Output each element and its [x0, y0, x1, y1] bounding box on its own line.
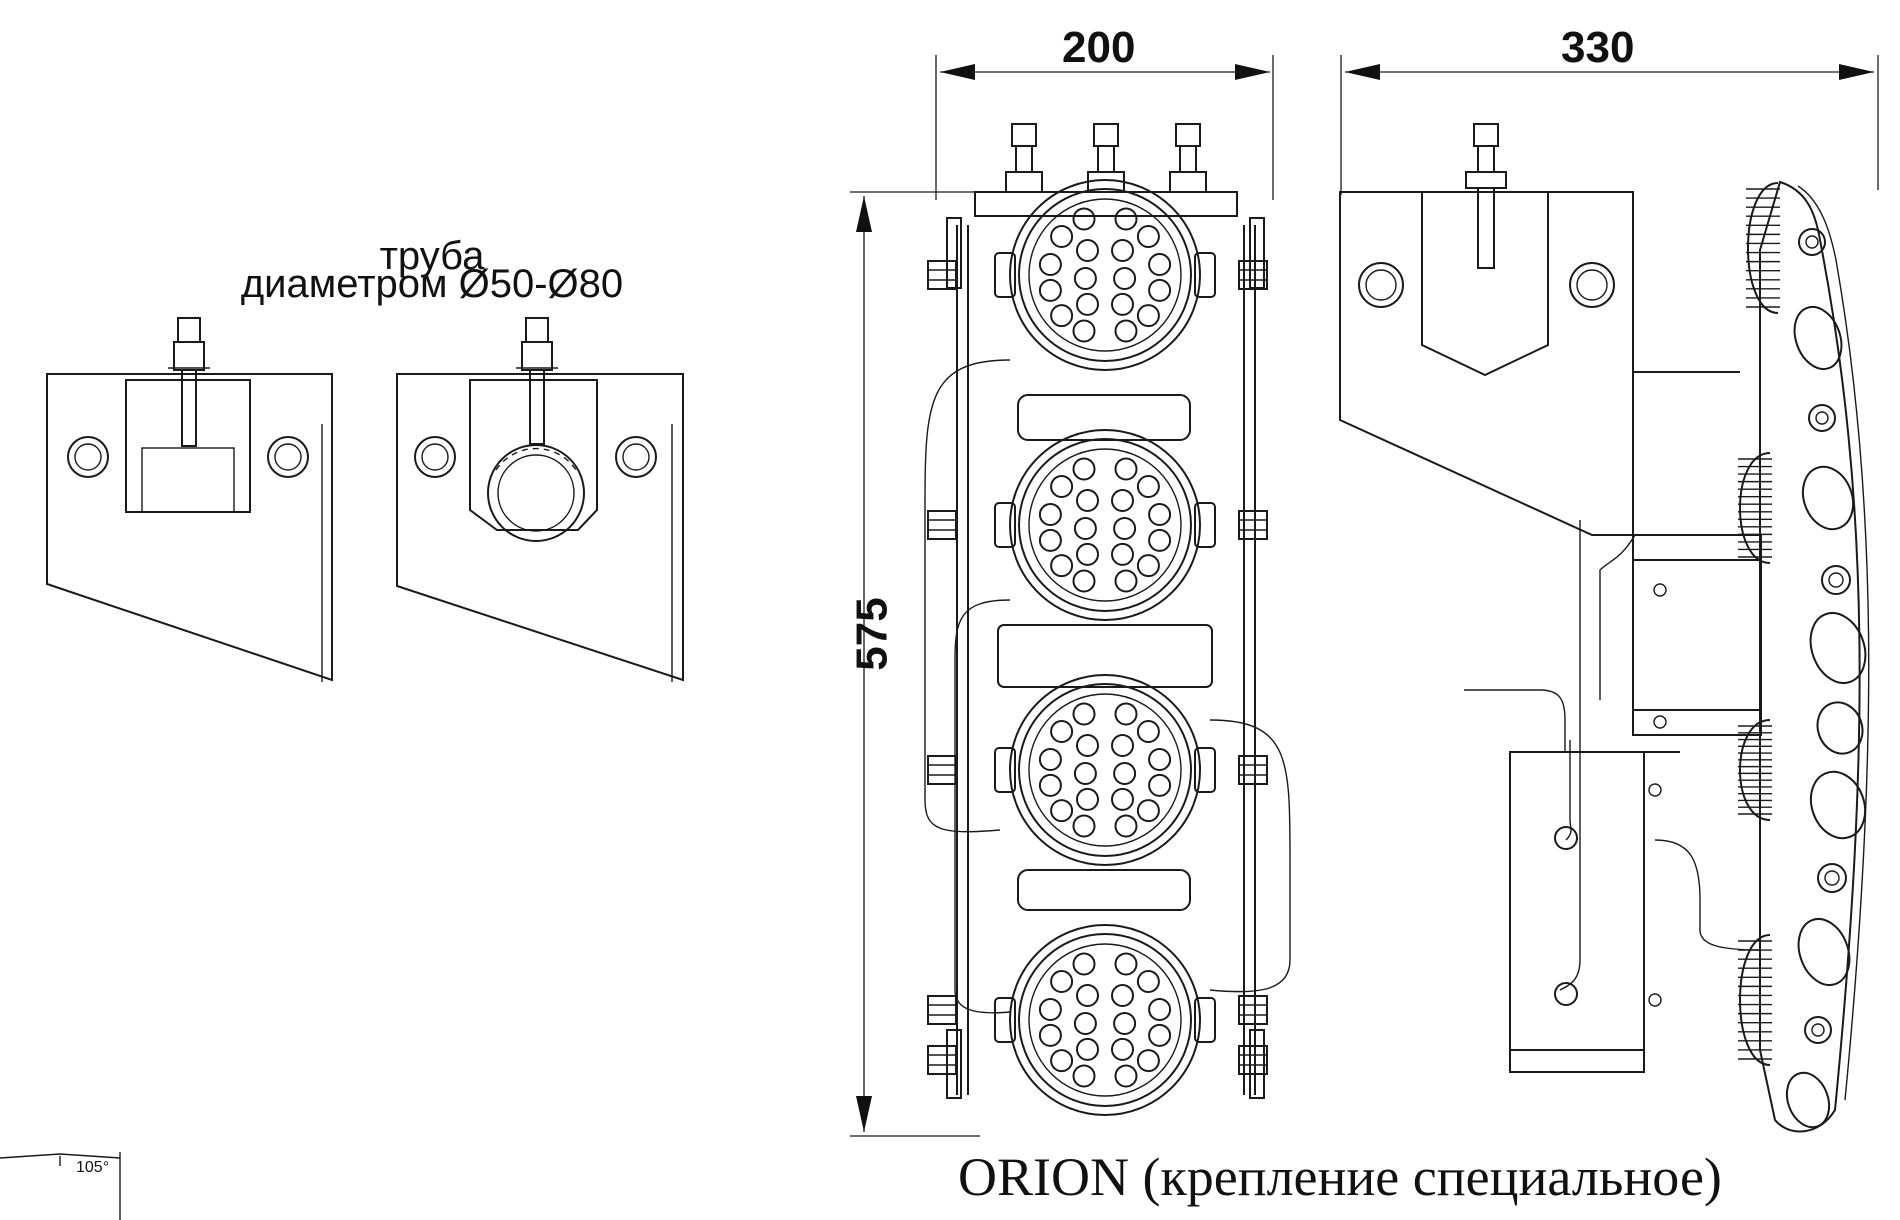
- angle-marker: [0, 1152, 121, 1220]
- bolt-icon: [1087, 123, 1125, 193]
- angle-label: 105°: [76, 1159, 110, 1176]
- mount-hole-icon: [1797, 918, 1851, 986]
- mount-hole-icon: [1809, 612, 1867, 684]
- bolt-icon: [1238, 260, 1268, 290]
- led-module-icon: [994, 429, 1216, 621]
- mount-hole-icon: [1798, 228, 1826, 256]
- bolt-icon: [1169, 123, 1207, 193]
- radiator-fins: [1738, 719, 1772, 821]
- bolt-icon: [927, 510, 957, 540]
- luminaire-front-view: [850, 55, 1291, 1137]
- pipe-label-line1: труба: [379, 234, 485, 278]
- bolt-icon: [1238, 995, 1268, 1025]
- mount-hole-icon: [1801, 465, 1855, 531]
- bolt-icon: [1238, 1045, 1268, 1075]
- led-module-icon: [994, 924, 1216, 1116]
- mount-hole-icon: [1817, 863, 1847, 893]
- bolt-icon: [1238, 755, 1268, 785]
- bracket-pipe: [396, 317, 684, 682]
- luminaire-side-view: [1339, 55, 1879, 1133]
- bracket-square-bar: [46, 317, 333, 682]
- depth-dimension: 330: [1561, 23, 1635, 72]
- mount-hole-icon: [1821, 565, 1851, 595]
- bolt-icon: [516, 317, 558, 445]
- bolt-icon: [927, 1045, 957, 1075]
- bolt-icon: [927, 260, 957, 290]
- mount-hole-icon: [1808, 404, 1836, 432]
- pipe-label-line2: диаметром Ø50-Ø80: [240, 262, 624, 306]
- bolt-icon: [168, 317, 210, 447]
- bolt-icon: [1005, 123, 1043, 193]
- led-module-icon: [994, 674, 1216, 866]
- pipe-section-icon: [487, 444, 585, 542]
- mount-hole-icon: [1785, 1071, 1831, 1129]
- mount-hole-icon: [1804, 1016, 1832, 1044]
- mount-hole-icon: [1816, 701, 1864, 755]
- bolt-icon: [927, 755, 957, 785]
- mount-hole-icon: [1809, 770, 1867, 840]
- bolt-icon: [927, 995, 957, 1025]
- radiator-fins: [1746, 182, 1780, 314]
- led-module-icon: [994, 179, 1216, 371]
- bolt-icon: [1465, 123, 1507, 269]
- bolt-icon: [1238, 510, 1268, 540]
- height-dimension: 575: [847, 597, 897, 671]
- mount-hole-icon: [1793, 306, 1843, 370]
- radiator-fins: [1738, 452, 1772, 564]
- radiator-fins: [1738, 934, 1772, 1066]
- width-dimension: 200: [1062, 23, 1136, 72]
- drawing-caption: ORION (крепление специальное): [958, 1147, 1722, 1207]
